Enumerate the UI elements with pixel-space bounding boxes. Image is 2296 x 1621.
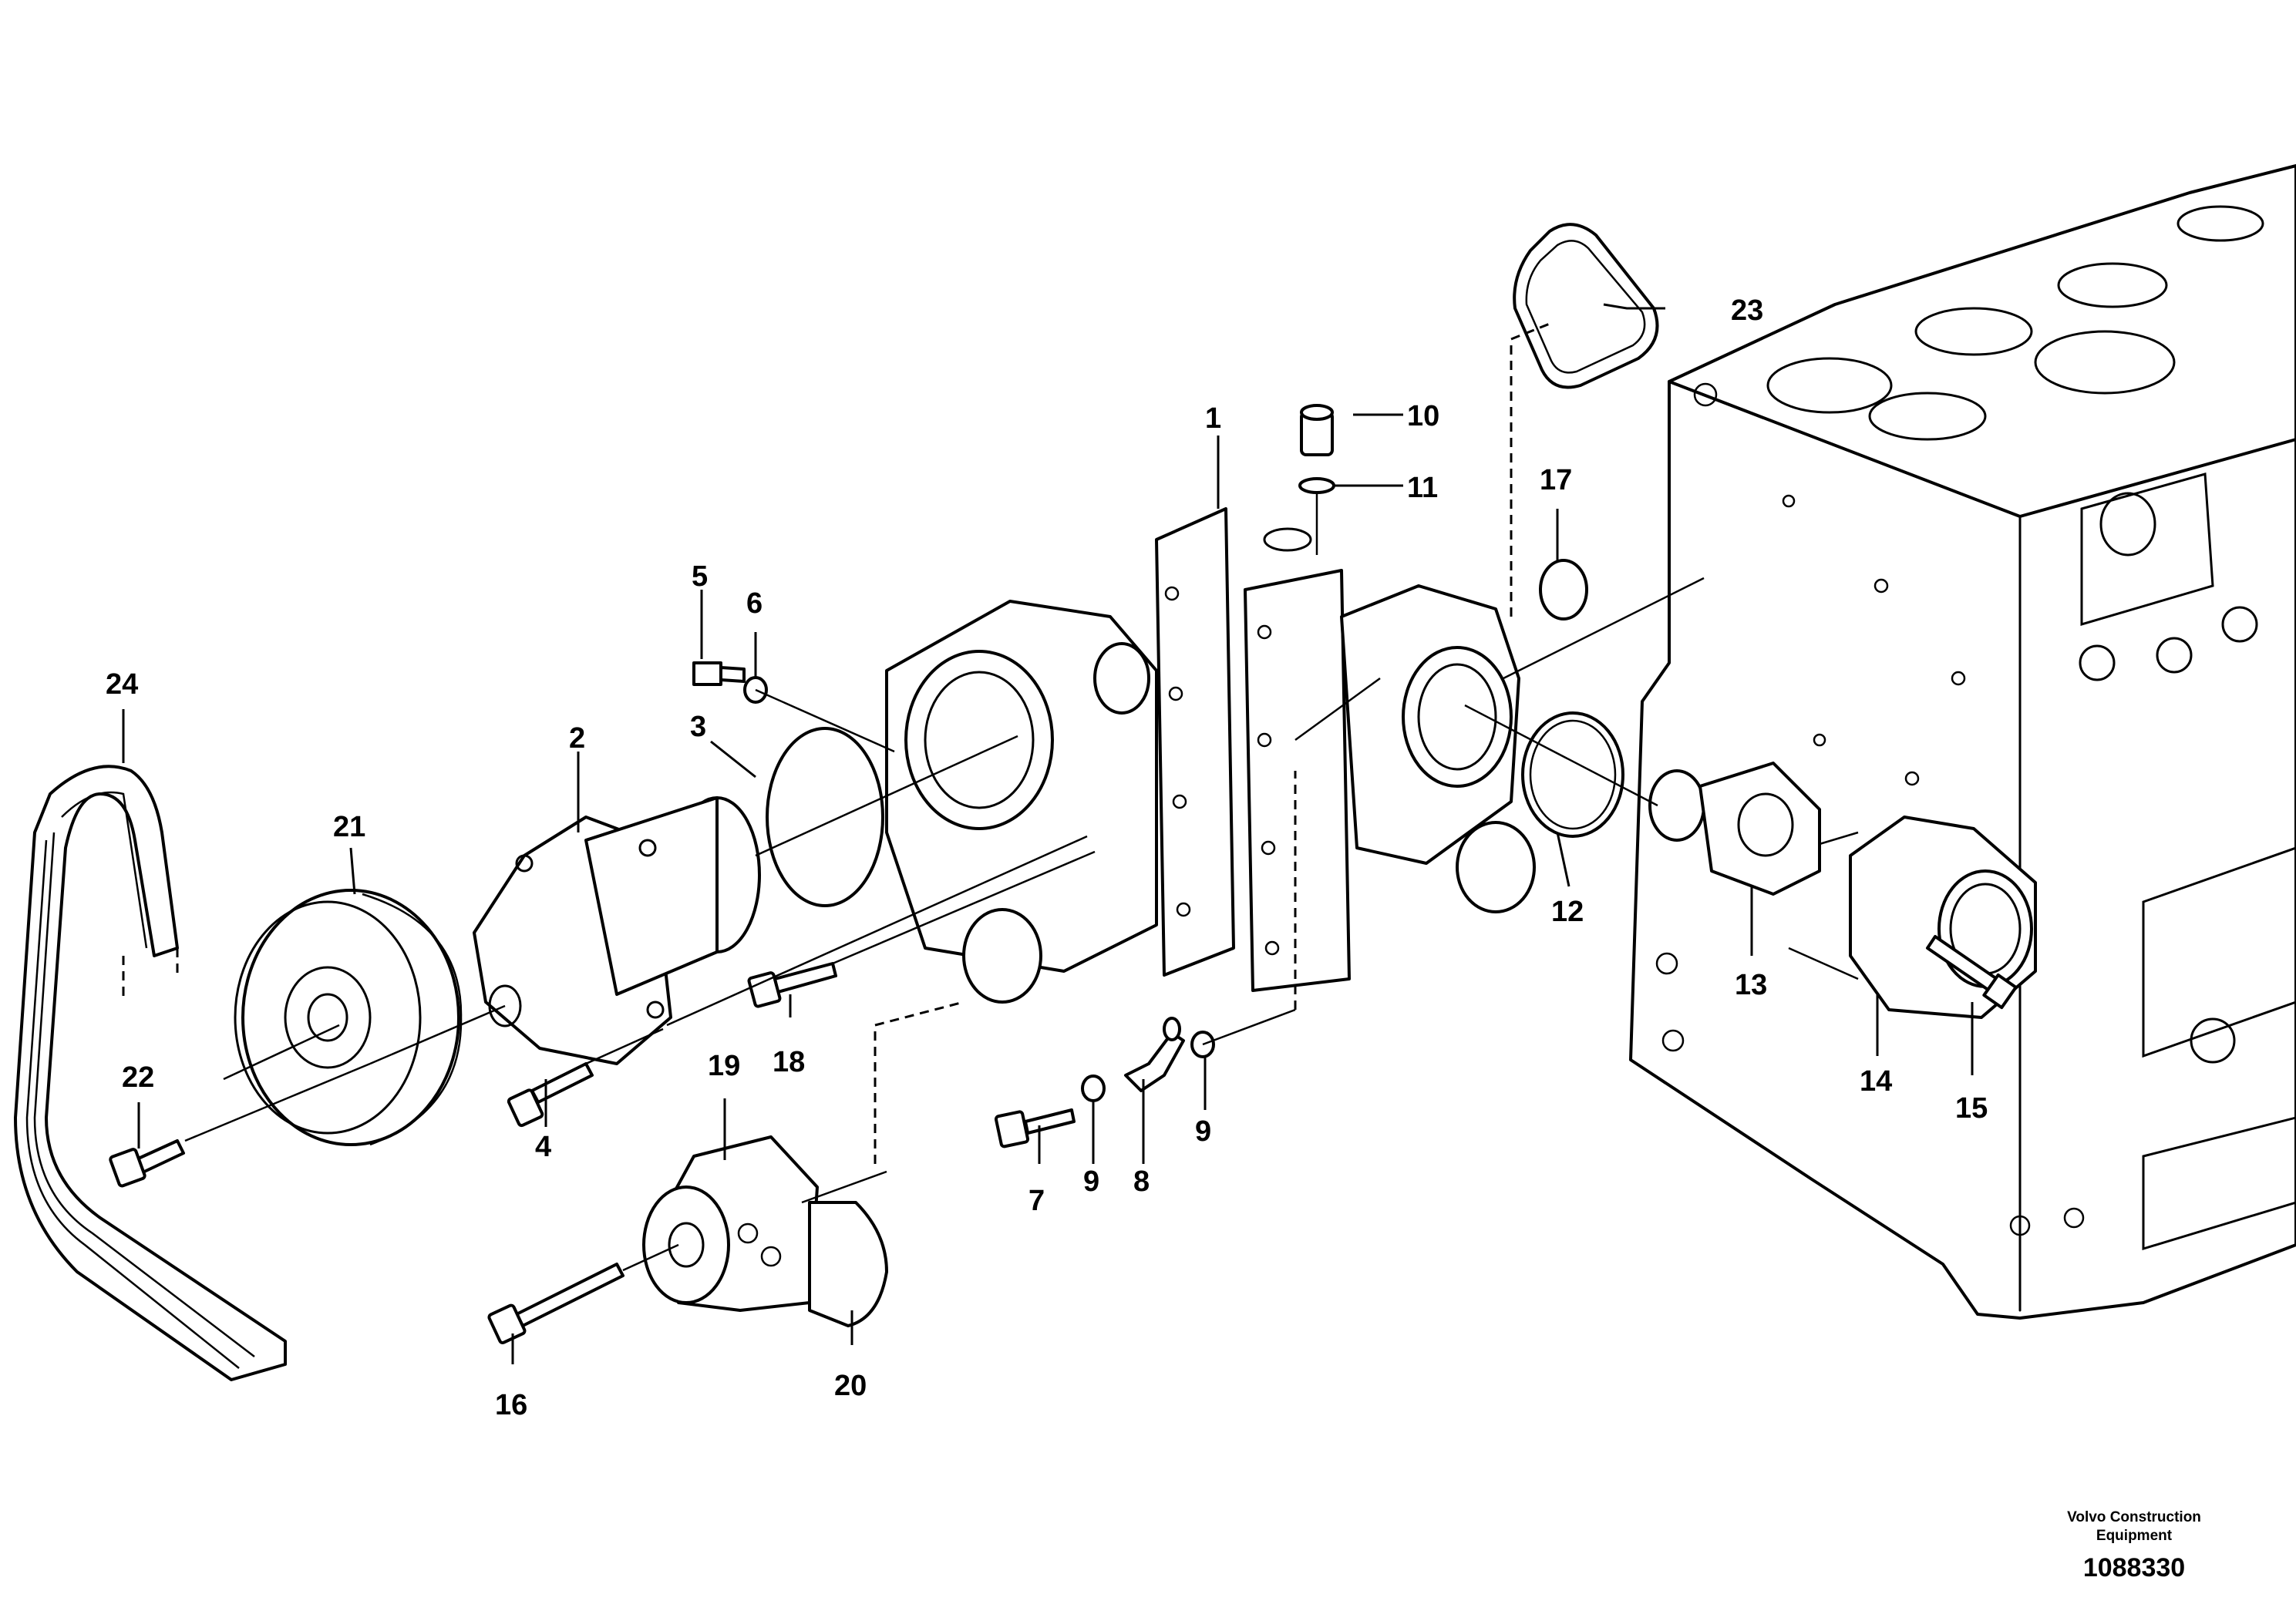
callout-8: 8 — [1133, 1165, 1150, 1198]
belt-tensioner-19 — [642, 1135, 888, 1327]
water-pump-2 — [473, 796, 761, 1065]
thermostat-13 — [1648, 762, 1821, 896]
callout-15: 15 — [1955, 1092, 1988, 1125]
bolt-5 — [692, 661, 746, 686]
callout-24: 24 — [106, 668, 138, 701]
callout-11: 11 — [1407, 472, 1438, 504]
callout-6: 6 — [746, 587, 763, 620]
o-ring-17 — [1539, 559, 1588, 620]
bolt-7 — [994, 1108, 1076, 1148]
gasket-23 — [1513, 223, 1659, 389]
alignment-lines — [122, 322, 1859, 1272]
washer-11 — [1298, 477, 1335, 494]
callout-20: 20 — [834, 1370, 867, 1402]
callout-19: 19 — [708, 1050, 740, 1082]
brand-line-1: Volvo Construction — [2067, 1509, 2201, 1525]
callout-2: 2 — [569, 722, 585, 755]
callout-21: 21 — [333, 811, 365, 843]
bolt-4 — [507, 1062, 594, 1128]
callout-3: 3 — [690, 711, 706, 743]
engine-block — [1629, 164, 2296, 1320]
callout-labels: 1 2 3 4 5 6 7 8 9 9 10 11 12 13 14 15 16… — [106, 294, 1988, 1421]
leader-lines — [122, 303, 1974, 1364]
water-pump-housing-1 — [885, 507, 1536, 1004]
callout-14: 14 — [1860, 1065, 1892, 1098]
fitting-8 — [1124, 1017, 1185, 1092]
callout-5: 5 — [692, 560, 708, 593]
brand-caption: Volvo Construction Equipment — [2042, 1508, 2227, 1545]
belt-24 — [14, 765, 287, 1381]
bolt-15 — [1926, 935, 2018, 1010]
o-ring-3 — [766, 727, 884, 907]
pulley-21 — [234, 889, 463, 1146]
callout-16: 16 — [495, 1389, 527, 1421]
bolt-16 — [487, 1263, 624, 1344]
bolt-10 — [1300, 404, 1334, 456]
callout-4: 4 — [535, 1131, 551, 1163]
callout-18: 18 — [773, 1046, 805, 1078]
callout-1: 1 — [1205, 402, 1221, 435]
callout-12: 12 — [1551, 896, 1584, 928]
document-number: 1088330 — [2082, 1553, 2186, 1582]
bolt-22 — [109, 1139, 185, 1188]
callout-7: 7 — [1028, 1185, 1045, 1217]
callout-9: 9 — [1083, 1165, 1099, 1198]
callout-17: 17 — [1540, 464, 1572, 496]
callout-13: 13 — [1735, 969, 1767, 1001]
callout-10: 10 — [1407, 400, 1439, 432]
callout-23: 23 — [1731, 294, 1763, 327]
bolt-18 — [747, 962, 837, 1008]
callout-22: 22 — [122, 1061, 154, 1094]
brand-line-2: Equipment — [2096, 1528, 2173, 1544]
washer-9-left — [1081, 1075, 1106, 1102]
callout-9b: 9 — [1195, 1115, 1211, 1148]
o-ring-12 — [1521, 711, 1624, 838]
